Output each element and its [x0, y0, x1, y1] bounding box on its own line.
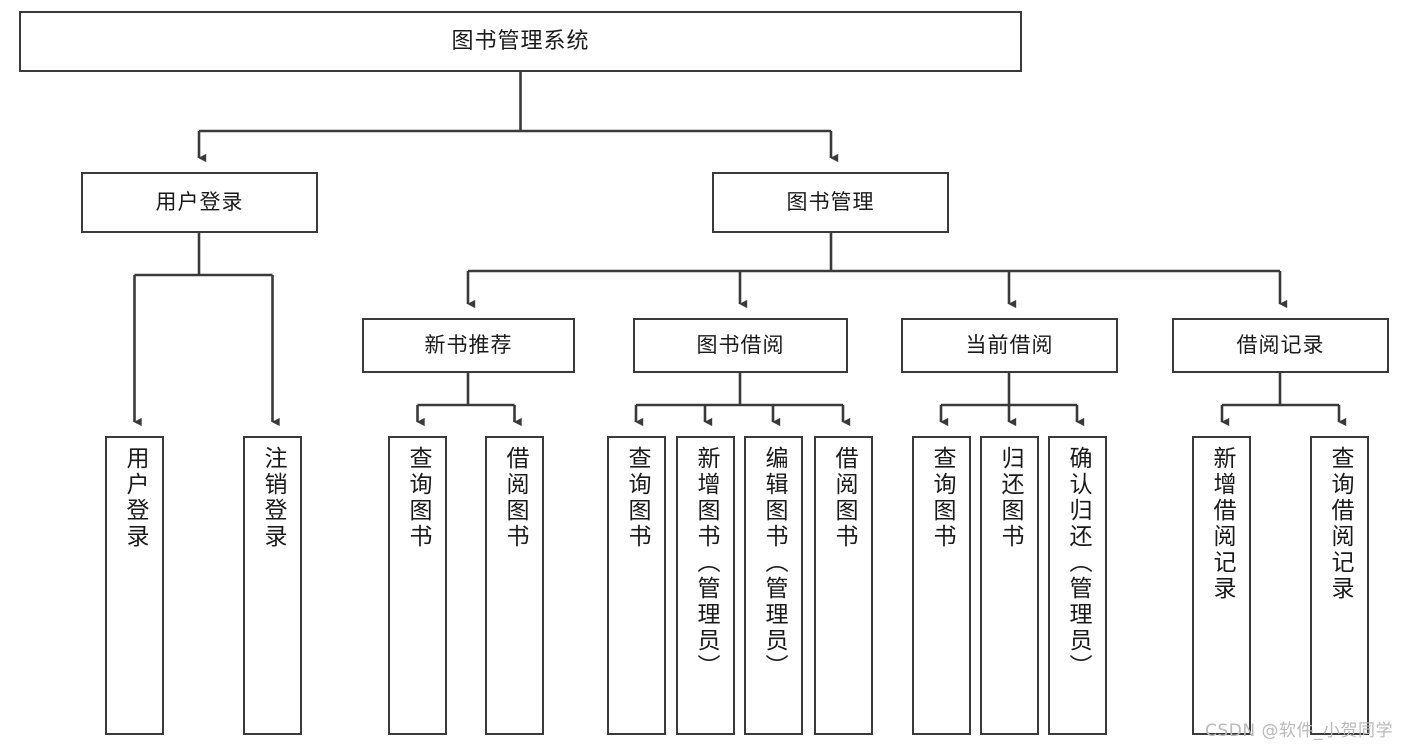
leaf-borrow-query-book[interactable]: 查询图书	[607, 436, 666, 735]
csdn-watermark: CSDN @软件_小贺同学	[1205, 721, 1393, 741]
node-label: 借阅记录	[1236, 333, 1325, 358]
node-label: 查询图书	[929, 446, 955, 550]
node-label: 图书管理	[786, 190, 875, 215]
leaf-recommend-borrow-book[interactable]: 借阅图书	[485, 436, 544, 735]
leaf-logout[interactable]: 注销登录	[243, 436, 302, 735]
leaf-borrow-add-book-admin[interactable]: 新增图书（管理员）	[676, 436, 735, 735]
leaf-current-confirm-return-admin[interactable]: 确认归还（管理员）	[1048, 436, 1107, 735]
node-new-book-recommend[interactable]: 新书推荐	[362, 318, 575, 373]
node-label: 新增图书（管理员）	[693, 446, 719, 680]
leaf-current-query-book[interactable]: 查询图书	[912, 436, 971, 735]
node-label: 当前借阅	[965, 333, 1054, 358]
node-current-borrow[interactable]: 当前借阅	[901, 318, 1118, 373]
node-book-borrow[interactable]: 图书借阅	[633, 318, 848, 373]
node-label: 新增借阅记录	[1209, 446, 1235, 602]
node-label: 查询图书	[405, 446, 431, 550]
node-label: 借阅图书	[831, 446, 857, 550]
node-label: 用户登录	[122, 446, 148, 550]
node-label: 用户登录	[155, 190, 244, 215]
node-label: 查询借阅记录	[1327, 446, 1353, 602]
node-user-login[interactable]: 用户登录	[81, 172, 318, 233]
leaf-current-return-book[interactable]: 归还图书	[980, 436, 1039, 735]
node-label: 查询图书	[624, 446, 650, 550]
leaf-borrow-borrow-book[interactable]: 借阅图书	[814, 436, 873, 735]
node-label: 图书管理系统	[451, 28, 590, 54]
node-label: 编辑图书（管理员）	[761, 446, 787, 680]
node-label: 图书借阅	[696, 333, 785, 358]
node-root-book-management-system[interactable]: 图书管理系统	[19, 11, 1022, 72]
leaf-record-query-borrow-record[interactable]: 查询借阅记录	[1310, 436, 1369, 735]
leaf-recommend-query-book[interactable]: 查询图书	[388, 436, 447, 735]
node-borrow-record[interactable]: 借阅记录	[1172, 318, 1389, 373]
leaf-user-login[interactable]: 用户登录	[105, 436, 164, 735]
node-label: 注销登录	[260, 446, 286, 550]
node-book-management[interactable]: 图书管理	[712, 172, 949, 233]
node-label: 借阅图书	[502, 446, 528, 550]
node-label: 新书推荐	[424, 333, 513, 358]
node-label: 确认归还（管理员）	[1065, 446, 1091, 680]
leaf-record-add-borrow-record[interactable]: 新增借阅记录	[1192, 436, 1251, 735]
leaf-borrow-edit-book-admin[interactable]: 编辑图书（管理员）	[744, 436, 803, 735]
node-label: 归还图书	[997, 446, 1023, 550]
